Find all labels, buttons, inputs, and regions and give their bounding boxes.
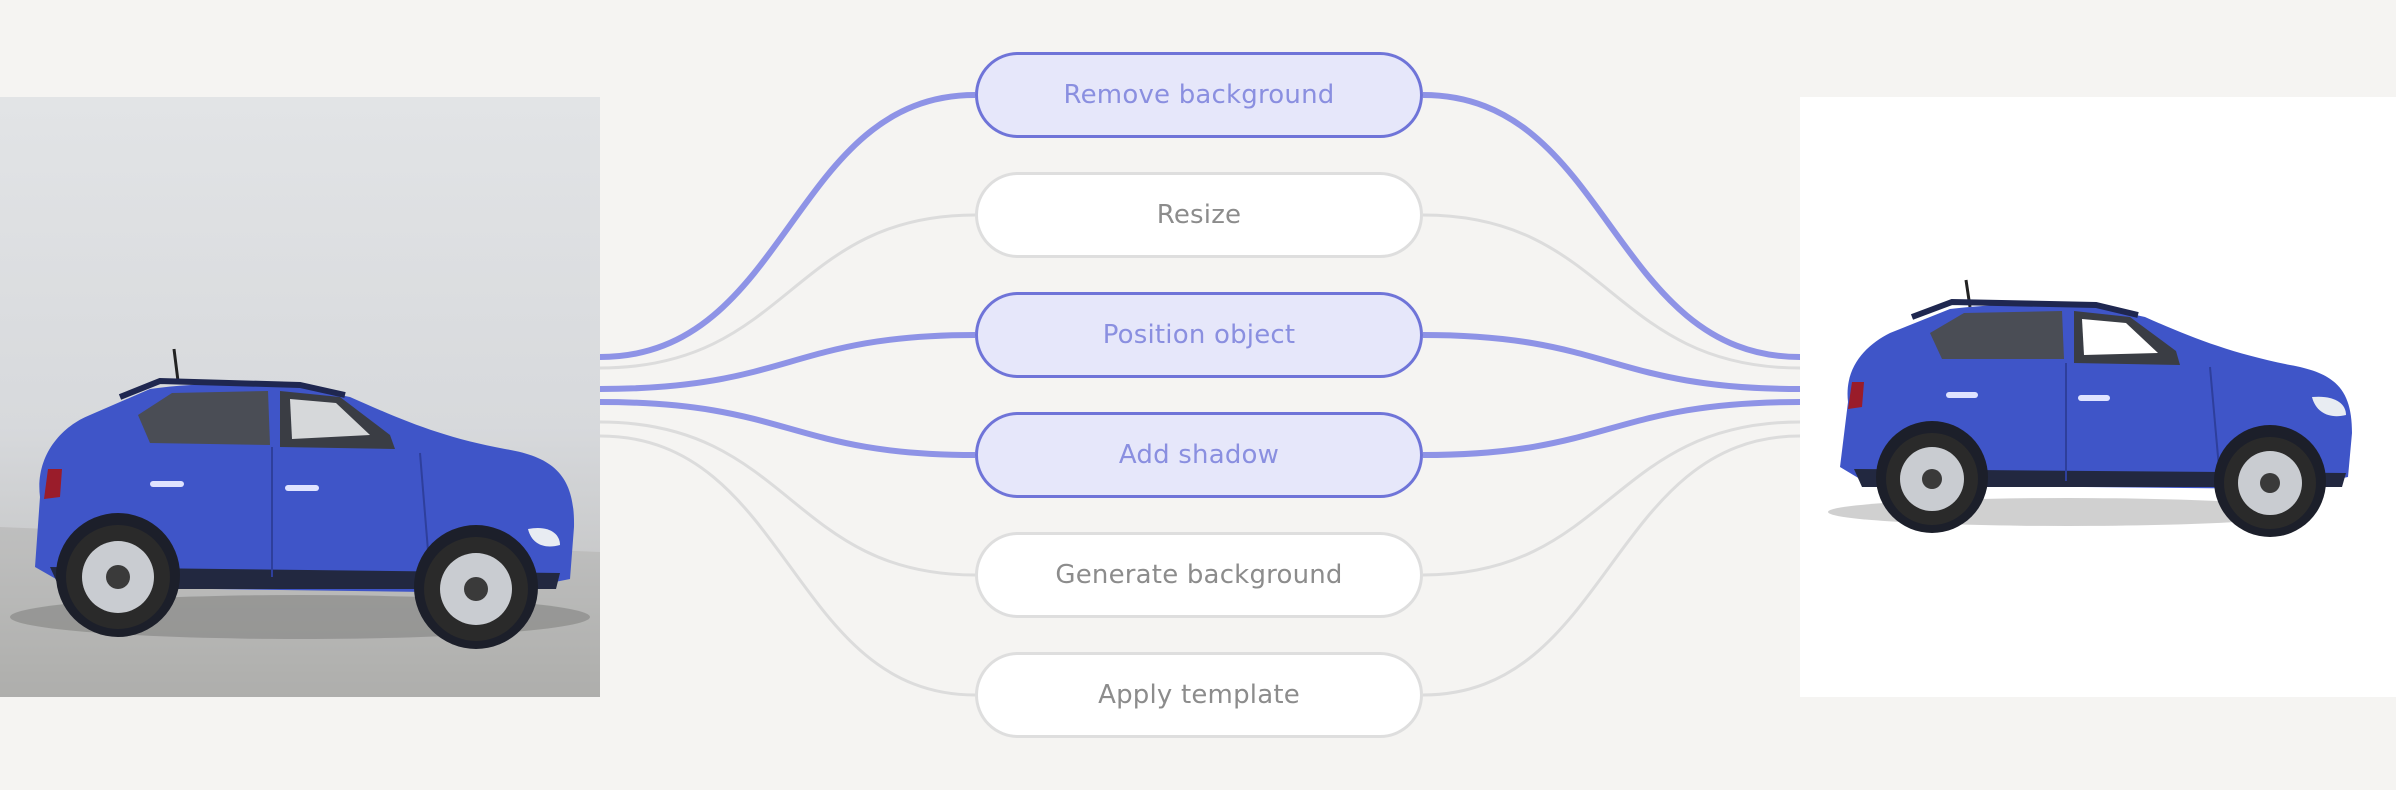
step-add-shadow[interactable]: Add shadow (975, 412, 1423, 498)
connector-in-remove-background (599, 92, 976, 360)
connector-in-generate-background (599, 420, 976, 577)
connector-out-resize (1422, 213, 1801, 370)
car-input-illustration (0, 348, 600, 697)
step-label: Generate background (1055, 560, 1343, 590)
connector-out-position-object (1422, 332, 1801, 392)
connector-out-generate-background (1422, 420, 1801, 577)
connector-in-resize (599, 213, 976, 370)
output-car-photo (1800, 97, 2396, 697)
step-generate-background[interactable]: Generate background (975, 532, 1423, 618)
connector-in-apply-template (599, 434, 976, 697)
step-position-object[interactable]: Position object (975, 292, 1423, 378)
connector-in-add-shadow (599, 399, 976, 458)
connector-out-apply-template (1422, 434, 1801, 697)
step-label: Add shadow (1118, 440, 1280, 470)
step-apply-template[interactable]: Apply template (975, 652, 1423, 738)
connector-in-position-object (599, 332, 976, 392)
connector-out-add-shadow (1422, 399, 1801, 458)
step-remove-background[interactable]: Remove background (975, 52, 1423, 138)
step-label: Resize (1156, 200, 1242, 230)
step-label: Position object (1102, 320, 1296, 350)
step-label: Remove background (1063, 80, 1335, 110)
step-label: Apply template (1098, 680, 1300, 710)
step-resize[interactable]: Resize (975, 172, 1423, 258)
input-car-photo (0, 97, 600, 697)
connector-out-remove-background (1422, 92, 1801, 360)
car-output-illustration (1828, 279, 2352, 537)
